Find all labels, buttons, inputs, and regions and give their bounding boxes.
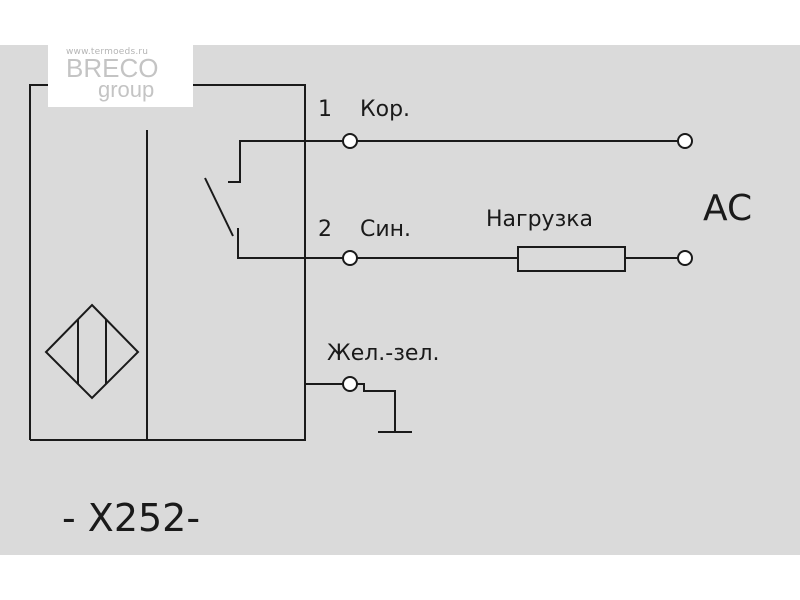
terminal-2-label: Син. [360, 217, 411, 242]
terminal-1-end-circle [677, 133, 693, 149]
terminal-ground-label: Жел.-зел. [327, 341, 440, 366]
terminal-1-circle [342, 133, 358, 149]
switch-upper-lead [228, 140, 305, 183]
supply-label: AC [703, 188, 752, 229]
terminal-ground-circle [342, 376, 358, 392]
watermark-brand: BRECO [66, 53, 159, 83]
load-resistor-icon [517, 246, 626, 272]
model-label: - X252- [62, 496, 200, 540]
terminal-1-label: Кор. [360, 97, 410, 122]
watermark-url: www.termoeds.ru [66, 47, 149, 57]
terminal-2-number: 2 [318, 217, 332, 242]
load-label: Нагрузка [486, 207, 593, 232]
sensor-body [29, 84, 306, 441]
diagram-panel [0, 45, 800, 555]
switch-lower-lead [237, 228, 305, 259]
watermark-group: group [98, 77, 155, 102]
switch-contact-icon [204, 177, 234, 237]
terminal-1-number: 1 [318, 97, 332, 122]
ground-lead [357, 383, 396, 432]
watermark-logo: www.termoeds.ru BRECO group [48, 45, 193, 107]
terminal-2-end-circle [677, 250, 693, 266]
sensing-face-icon [44, 303, 140, 400]
terminal-2-circle [342, 250, 358, 266]
